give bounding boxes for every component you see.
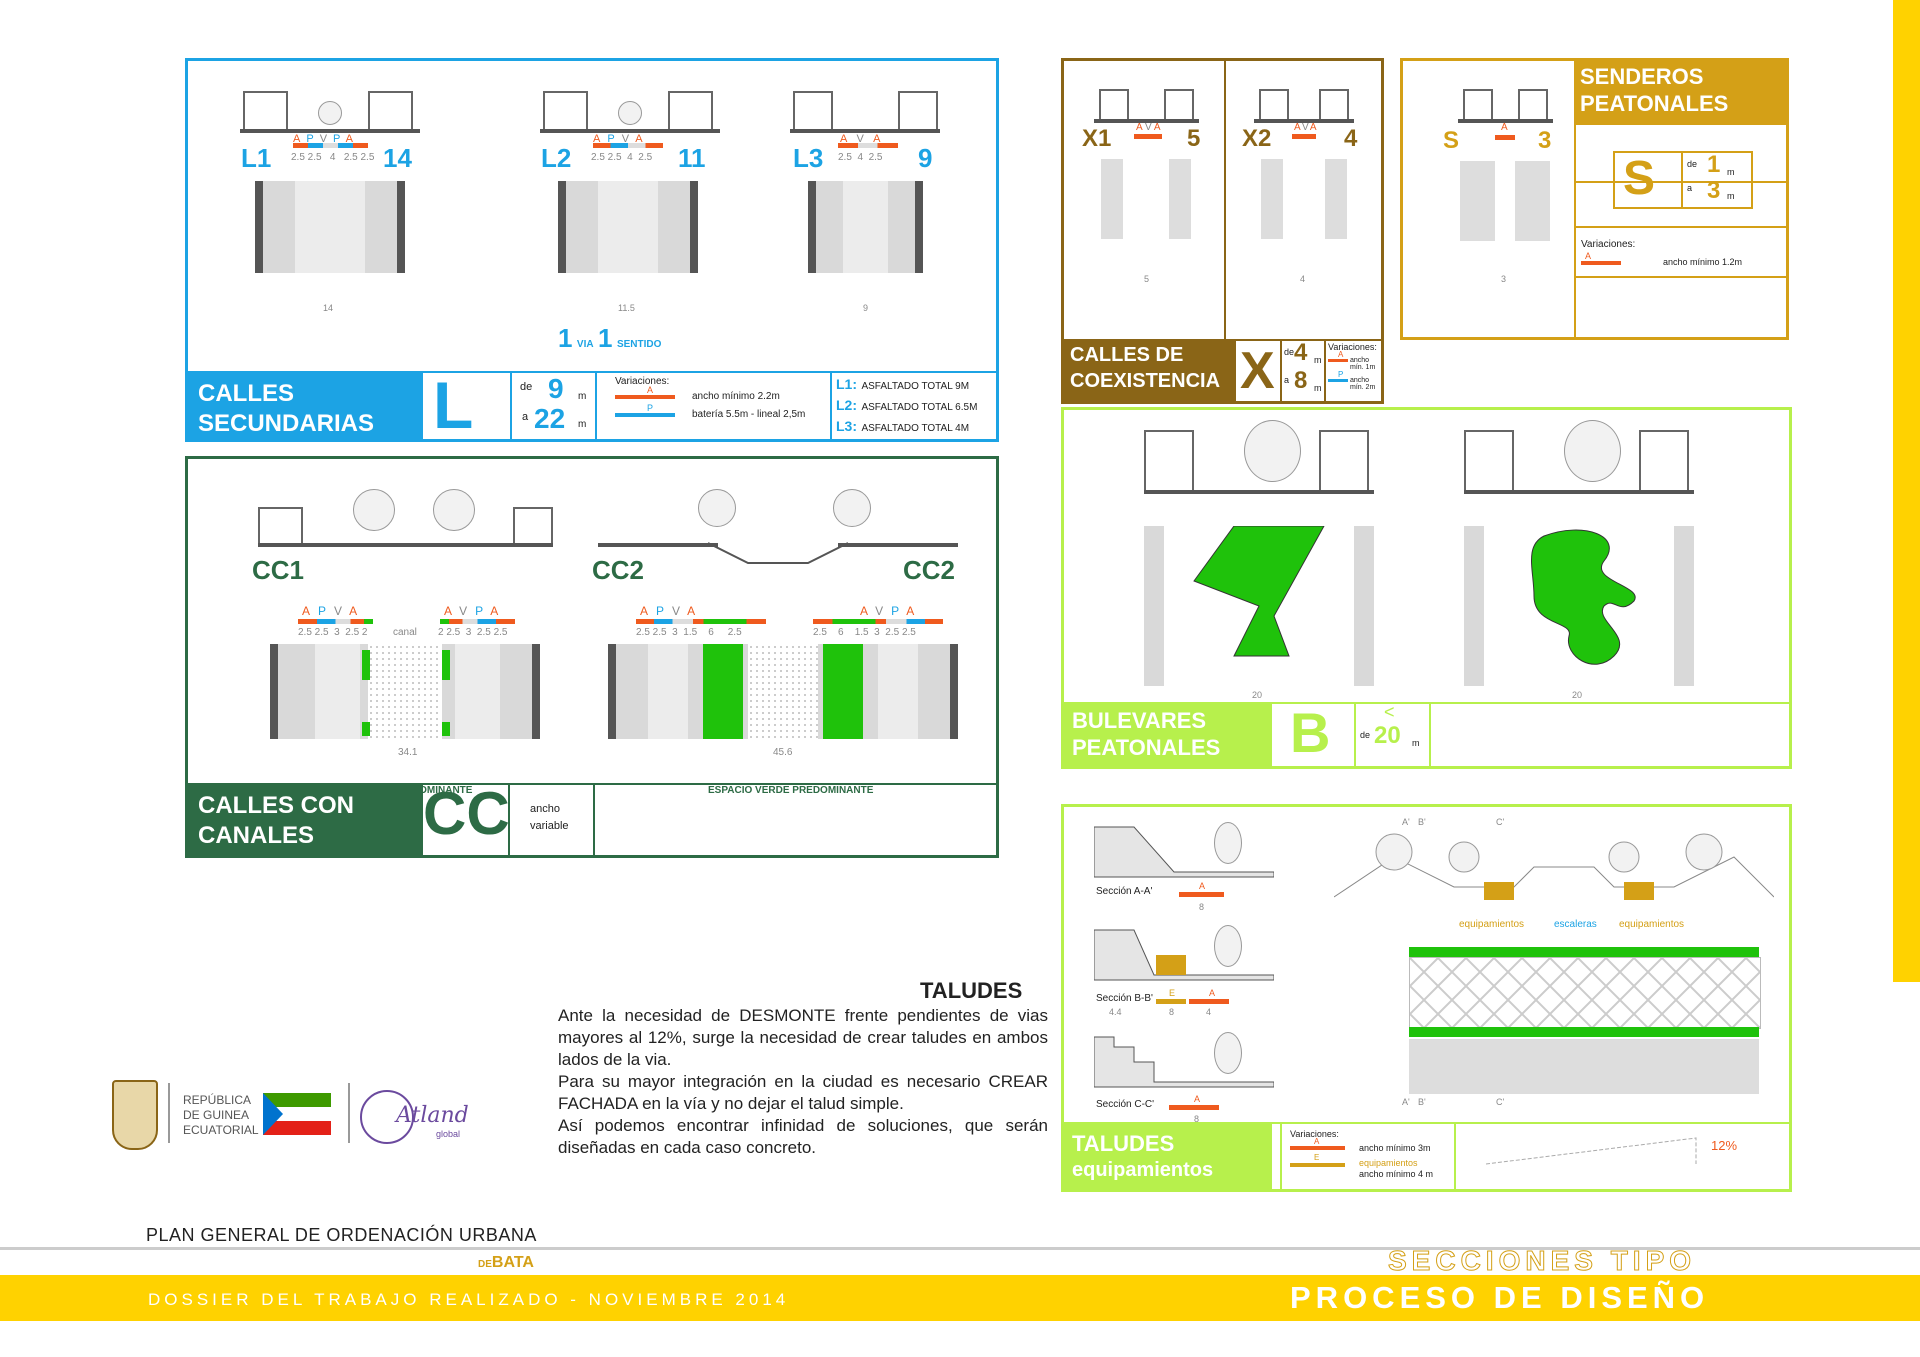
bulevares-letter: B [1290, 701, 1331, 764]
coexistencia-title: CALLES DE COEXISTENCIA [1064, 341, 1236, 401]
senderos-spec: S de 1 m a 3 m [1613, 151, 1753, 209]
section-cc1: CC1 APVA AVPA 2.5 2.5 3 2.5 2 canal 2 2.… [252, 489, 558, 796]
l2-width: 11 [678, 143, 706, 173]
secundarias-legend: L1: ASFALTADO TOTAL 9M L2: ASFALTADO TOT… [836, 376, 978, 434]
l2-total: 11.5 [618, 303, 635, 313]
l1-total: 14 [323, 303, 334, 313]
dossier-label: DOSSIER DEL TRABAJO REALIZADO - NOVIEMBR… [148, 1290, 790, 1309]
coexistencia-panel: AVA X1 5 5 AVA X2 4 4 CALLES DE COEXISTE… [1061, 58, 1384, 404]
section-x2: AVA X2 4 4 [1234, 89, 1379, 319]
l3-total: 9 [863, 303, 869, 313]
boulevard-1: 20 [1144, 420, 1404, 705]
coat-of-arms-icon [112, 1080, 158, 1150]
footer-band [0, 1275, 1920, 1321]
coexistencia-letter: X [1240, 342, 1275, 400]
talud-section-b: Sección B-B' E A 4.4 8 4 [1094, 925, 1274, 1025]
taludes-title: TALUDES equipamientos [1064, 1124, 1272, 1189]
section-s: A S 3 3 [1413, 89, 1573, 319]
canales-letter: CC [423, 780, 510, 847]
talud-section-c: Sección C-C' A 8 [1094, 1032, 1274, 1124]
proceso-label: PROCESO DE DISEÑO [1290, 1280, 1710, 1315]
via-sentido: 1 VIA 1 SENTIDO [558, 323, 662, 353]
l3-width: 9 [918, 143, 933, 173]
section-cc2: CC2 CC2 APVA AVPA 2.5 2.5 3 1.5 6 2.5 2.… [592, 489, 978, 796]
secundarias-letter: L [433, 368, 474, 442]
secciones-tipo: SECCIONES TIPO [1387, 1245, 1697, 1277]
secundarias-title: CALLES SECUNDARIAS [188, 373, 423, 439]
senderos-panel: A S 3 3 SENDEROS PEATONALES S de 1 m a 3… [1400, 58, 1789, 340]
canales-title: CALLES CON CANALES [188, 785, 423, 855]
section-l1: APVPA 2.5 2.5 4 2.5 2.5 L1 14 14 [240, 91, 423, 341]
slope-label: 12% [1711, 1138, 1738, 1153]
side-accent [1893, 0, 1920, 982]
plan-title: PLAN GENERAL DE ORDENACIÓN URBANA [146, 1225, 537, 1245]
taludes-heading: TALUDES [920, 978, 1023, 1003]
flag-icon [263, 1093, 331, 1137]
cc2-caption: ESPACIO VERDE PREDOMINANTE [708, 785, 874, 796]
l1-code: L1 [241, 143, 272, 173]
l3-code: L3 [793, 143, 824, 173]
l1-width: 14 [383, 143, 412, 173]
talud-plan: A' B' C' equipamientos escaleras equipam… [1324, 817, 1774, 1117]
taludes-panel: Sección A-A' A 8 Sección B-B' E A 4.4 8 … [1061, 804, 1792, 1192]
secundarias-min: 9 [548, 373, 564, 404]
secundarias-max: 22 [534, 403, 566, 434]
canales-panel: CC1 APVA AVPA 2.5 2.5 3 2.5 2 canal 2 2.… [185, 456, 999, 858]
atland-logo: Atland global [360, 1085, 480, 1145]
section-l3: AVA 2.5 4 2.5 L3 9 9 [790, 91, 973, 341]
bulevares-panel: 20 20 BULEVARES PEATONALES B < de 20 m [1061, 407, 1792, 769]
l2-code: L2 [541, 143, 572, 173]
taludes-body: Ante la necesidad de DESMONTE frente pen… [558, 1006, 1048, 1157]
l1-dims: 2.5 2.5 4 2.5 2.5 [291, 152, 375, 163]
bulevares-title: BULEVARES PEATONALES [1064, 704, 1272, 766]
boulevard-2: 20 [1464, 420, 1724, 705]
section-l2: APVA 2.5 2.5 4 2.5 L2 11 11.5 [540, 91, 723, 341]
section-x1: AVA X1 5 5 [1074, 89, 1219, 319]
talud-section-a: Sección A-A' A 8 [1094, 822, 1274, 912]
senderos-title: SENDEROS PEATONALES [1576, 61, 1786, 125]
de-bata: DEBATA [478, 1254, 534, 1271]
secundarias-panel: APVPA 2.5 2.5 4 2.5 2.5 L1 14 14 APVA 2.… [185, 58, 999, 442]
